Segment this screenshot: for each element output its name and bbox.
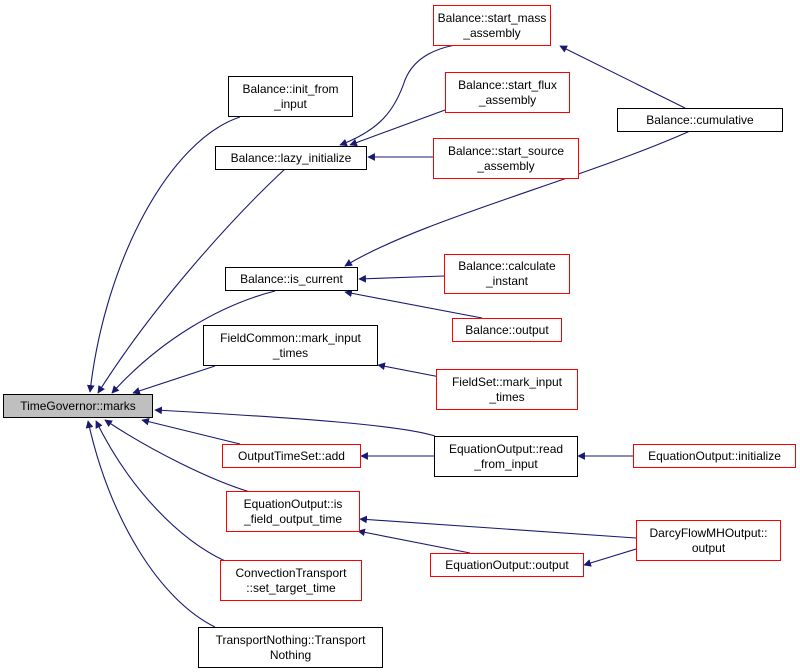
node-timegovernor-marks: TimeGovernor::marks bbox=[3, 394, 153, 418]
node-equationoutput-initialize[interactable]: EquationOutput::initialize bbox=[633, 444, 796, 468]
node-balance-start-mass-assembly[interactable]: Balance::start_mass _assembly bbox=[433, 5, 551, 46]
node-balance-start-source-assembly[interactable]: Balance::start_source _assembly bbox=[433, 138, 579, 179]
edge-fc-mark-input-times-to-marks bbox=[132, 365, 216, 395]
node-convectiontransport-set-target-time[interactable]: ConvectionTransport ::set_target_time bbox=[220, 560, 362, 601]
edge-init-from-input-to-marks bbox=[86, 116, 241, 393]
edge-start-flux-to-lazy-initialize bbox=[349, 109, 446, 147]
node-balance-init-from-input[interactable]: Balance::init_from _input bbox=[228, 76, 353, 117]
edge-cumulative-to-is-current bbox=[344, 130, 691, 267]
edge-balance-output-to-is-current bbox=[344, 289, 483, 319]
node-outputtimeset-add[interactable]: OutputTimeSet::add bbox=[222, 444, 361, 468]
edge-transport-nothing-to-marks bbox=[85, 420, 216, 628]
edge-ots-add-to-marks bbox=[141, 417, 241, 445]
node-balance-is-current[interactable]: Balance::is_current bbox=[225, 267, 358, 291]
node-transportnothing-transportnothing[interactable]: TransportNothing::Transport Nothing bbox=[198, 627, 383, 668]
edge-calculate-instant-to-is-current bbox=[358, 274, 445, 283]
node-balance-cumulative[interactable]: Balance::cumulative bbox=[617, 108, 783, 132]
node-equationoutput-output[interactable]: EquationOutput::output bbox=[430, 553, 584, 577]
node-balance-start-flux-assembly[interactable]: Balance::start_flux _assembly bbox=[445, 72, 570, 113]
node-equationoutput-is-field-output-time[interactable]: EquationOutput::is _field_output_time bbox=[226, 491, 360, 532]
edge-convection-to-marks bbox=[95, 420, 226, 562]
edge-is-field-output-time-to-marks bbox=[104, 419, 251, 493]
edge-darcy-to-is-field-output-time bbox=[359, 515, 637, 539]
edge-read-from-input-to-marks bbox=[154, 406, 436, 437]
node-equationoutput-read-from-input[interactable]: EquationOutput::read _from_input bbox=[434, 436, 578, 477]
edge-lazy-initialize-to-marks bbox=[97, 168, 286, 394]
edge-start-mass-to-lazy-initialize bbox=[339, 44, 456, 147]
node-balance-output[interactable]: Balance::output bbox=[452, 318, 562, 342]
node-fieldcommon-mark-input-times[interactable]: FieldCommon::mark_input _times bbox=[203, 325, 378, 366]
node-balance-calculate-instant[interactable]: Balance::calculate _instant bbox=[444, 254, 570, 294]
edge-fs-mark-input-times-to-fc bbox=[377, 362, 441, 378]
edge-darcy-to-eo-output bbox=[583, 548, 637, 567]
edge-eo-output-to-is-field-output-time bbox=[357, 528, 471, 554]
edge-is-current-to-marks bbox=[111, 290, 276, 394]
edge-cumulative-to-start-mass bbox=[559, 45, 686, 109]
node-balance-lazy-initialize[interactable]: Balance::lazy_initialize bbox=[215, 146, 367, 170]
node-fieldset-mark-input-times[interactable]: FieldSet::mark_input _times bbox=[436, 369, 578, 410]
node-darcyflowmhoutput-output[interactable]: DarcyFlowMHOutput:: output bbox=[636, 520, 781, 561]
